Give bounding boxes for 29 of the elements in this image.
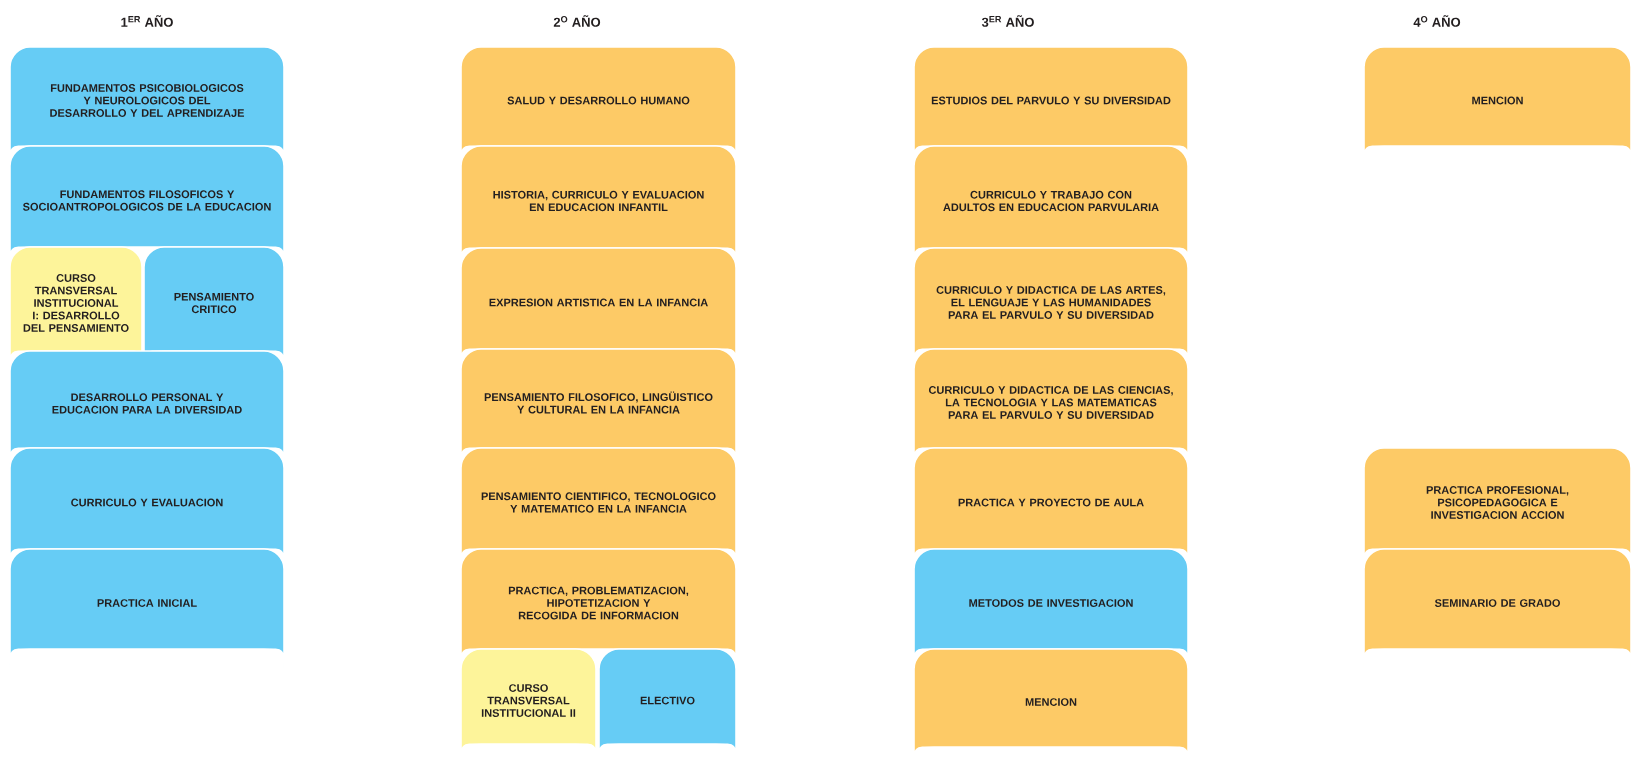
course-box: MENCION: [913, 648, 1189, 758]
node-label: PRACTICA PROFESIONAL, PSICOPEDAGOGICA E INVESTIGACION ACCION: [1426, 486, 1569, 519]
course-box: CURRICULO Y EVALUACION: [9, 447, 285, 570]
course-box: FUNDAMENTOS PSICOBIOLOGICOS Y NEUROLOGICOS DEL DESARROLLO Y DEL APRENDIZAJE: [9, 46, 285, 167]
course-box: PRACTICA, PROBLEMATIZACION, HIPOTETIZACION Y RECOGIDA DE INFORMACION: [460, 548, 737, 670]
course-box: PRACTICA INICIAL: [9, 548, 285, 670]
course-box: PRACTICA PROFESIONAL, PSICOPEDAGOGICA E INVESTIGACION ACCION: [1363, 447, 1632, 570]
column-heading: 1$^{ER}$ AÑO: [121, 15, 173, 27]
course-box: SEMINARIO DE GRADO: [1363, 548, 1632, 670]
course-box: SALUD Y DESARROLLO HUMANO: [460, 46, 737, 167]
course-box: CURSO TRANSVERSAL INSTITUCIONAL II: [460, 648, 597, 758]
course-box: PENSAMIENTO CIENTIFICO, TECNOLOGICO Y MATEMATICO EN LA INFANCIA: [460, 447, 737, 570]
course-box: EXPRESION ARTISTICA EN LA INFANCIA: [460, 247, 737, 370]
course-box: MENCION: [1363, 46, 1632, 167]
course-box: FUNDAMENTOS FILOSOFICOS Y SOCIOANTROPOLOGICOS DE LA EDUCACION: [9, 145, 285, 268]
course-box: PENSAMIENTO FILOSOFICO, LINGÜISTICO Y CULTURAL EN LA INFANCIA: [460, 348, 737, 469]
column-heading: 3$^{ER}$ AÑO: [981, 15, 1034, 27]
column-heading: 2$^{O}$ AÑO: [553, 15, 601, 27]
course-box: PRACTICA Y PROYECTO DE AULA: [913, 447, 1189, 570]
course-box: CURRICULO Y DIDACTICA DE LAS CIENCIAS, LA TECNOLOGIA Y LAS MATEMATICAS PARA EL PARVULO Y SU DIVERSIDAD: [913, 348, 1189, 469]
course-box: CURRICULO Y DIDACTICA DE LAS ARTES, EL LENGUAJE Y LAS HUMANIDADES PARA EL PARVULO Y SU DIVERSIDAD: [913, 247, 1189, 370]
course-box: PENSAMIENTO CRITICO: [143, 246, 285, 372]
column-heading: 4$^{O}$ AÑO: [1413, 15, 1461, 27]
course-box: ESTUDIOS DEL PARVULO Y SU DIVERSIDAD: [913, 46, 1189, 167]
course-box: DESARROLLO PERSONAL Y EDUCACION PARA LA DIVERSIDAD: [9, 350, 285, 469]
course-box: HISTORIA, CURRICULO Y EVALUACION EN EDUCACION INFANTIL: [460, 145, 737, 269]
course-box: ELECTIVO: [598, 648, 737, 758]
course-box: METODOS DE INVESTIGACION: [913, 548, 1189, 670]
course-box: CURRICULO Y TRABAJO CON ADULTOS EN EDUCACION PARVULARIA: [913, 145, 1189, 269]
